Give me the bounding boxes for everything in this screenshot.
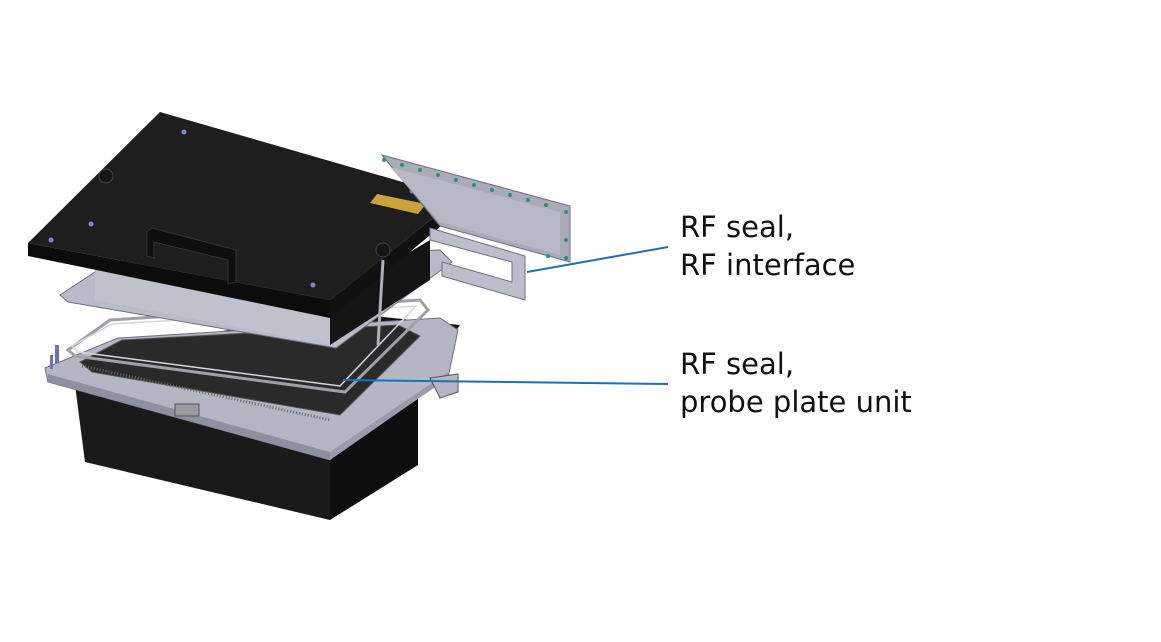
front-latch: [174, 403, 200, 417]
probe-plate-teeth: [81, 364, 331, 422]
alignment-pin: [55, 345, 59, 363]
screw: [48, 237, 54, 243]
callout-line-rf-interface: [526, 246, 669, 273]
gasket-screws: [382, 158, 568, 260]
base-body-front: [75, 385, 330, 520]
probe-plate-frame-right: [330, 372, 448, 460]
callout-line-probe-plate: [342, 379, 669, 385]
callout-label-probe-plate: RF seal, probe plate unit: [680, 345, 912, 421]
probe-plate-frame-side: [48, 374, 330, 460]
rf-seal-rf-interface: [429, 227, 526, 301]
esd-warning-label: [370, 194, 426, 214]
thumb-knob: [375, 242, 391, 258]
lid-top: [28, 112, 458, 300]
screw: [310, 282, 316, 288]
base-body-side: [330, 385, 418, 520]
thumb-knob: [98, 168, 114, 184]
callout-line-1: RF seal,: [680, 210, 795, 244]
lid-side-edge: [330, 198, 458, 318]
rf-interface-assembly: [380, 154, 571, 301]
lid-skirt: [95, 262, 330, 345]
guide-rod: [376, 259, 385, 346]
screw: [181, 129, 187, 135]
callout-line-2: probe plate unit: [680, 385, 912, 419]
callout-label-rf-interface: RF seal, RF interface: [680, 208, 855, 284]
lid-handle: [146, 227, 237, 285]
screw: [88, 221, 94, 227]
lid-front-edge: [28, 243, 330, 318]
rf-seal-probe-plate: [65, 298, 431, 394]
rf-seal-probe-plate-inner: [70, 305, 418, 387]
callout-line-1: RF seal,: [680, 347, 795, 381]
rf-interface-cover-plate-face: [390, 167, 560, 255]
alignment-pin: [50, 355, 53, 369]
callout-line-2: RF interface: [680, 248, 856, 282]
lid-assembly: [28, 112, 458, 349]
side-clamp: [429, 373, 459, 399]
